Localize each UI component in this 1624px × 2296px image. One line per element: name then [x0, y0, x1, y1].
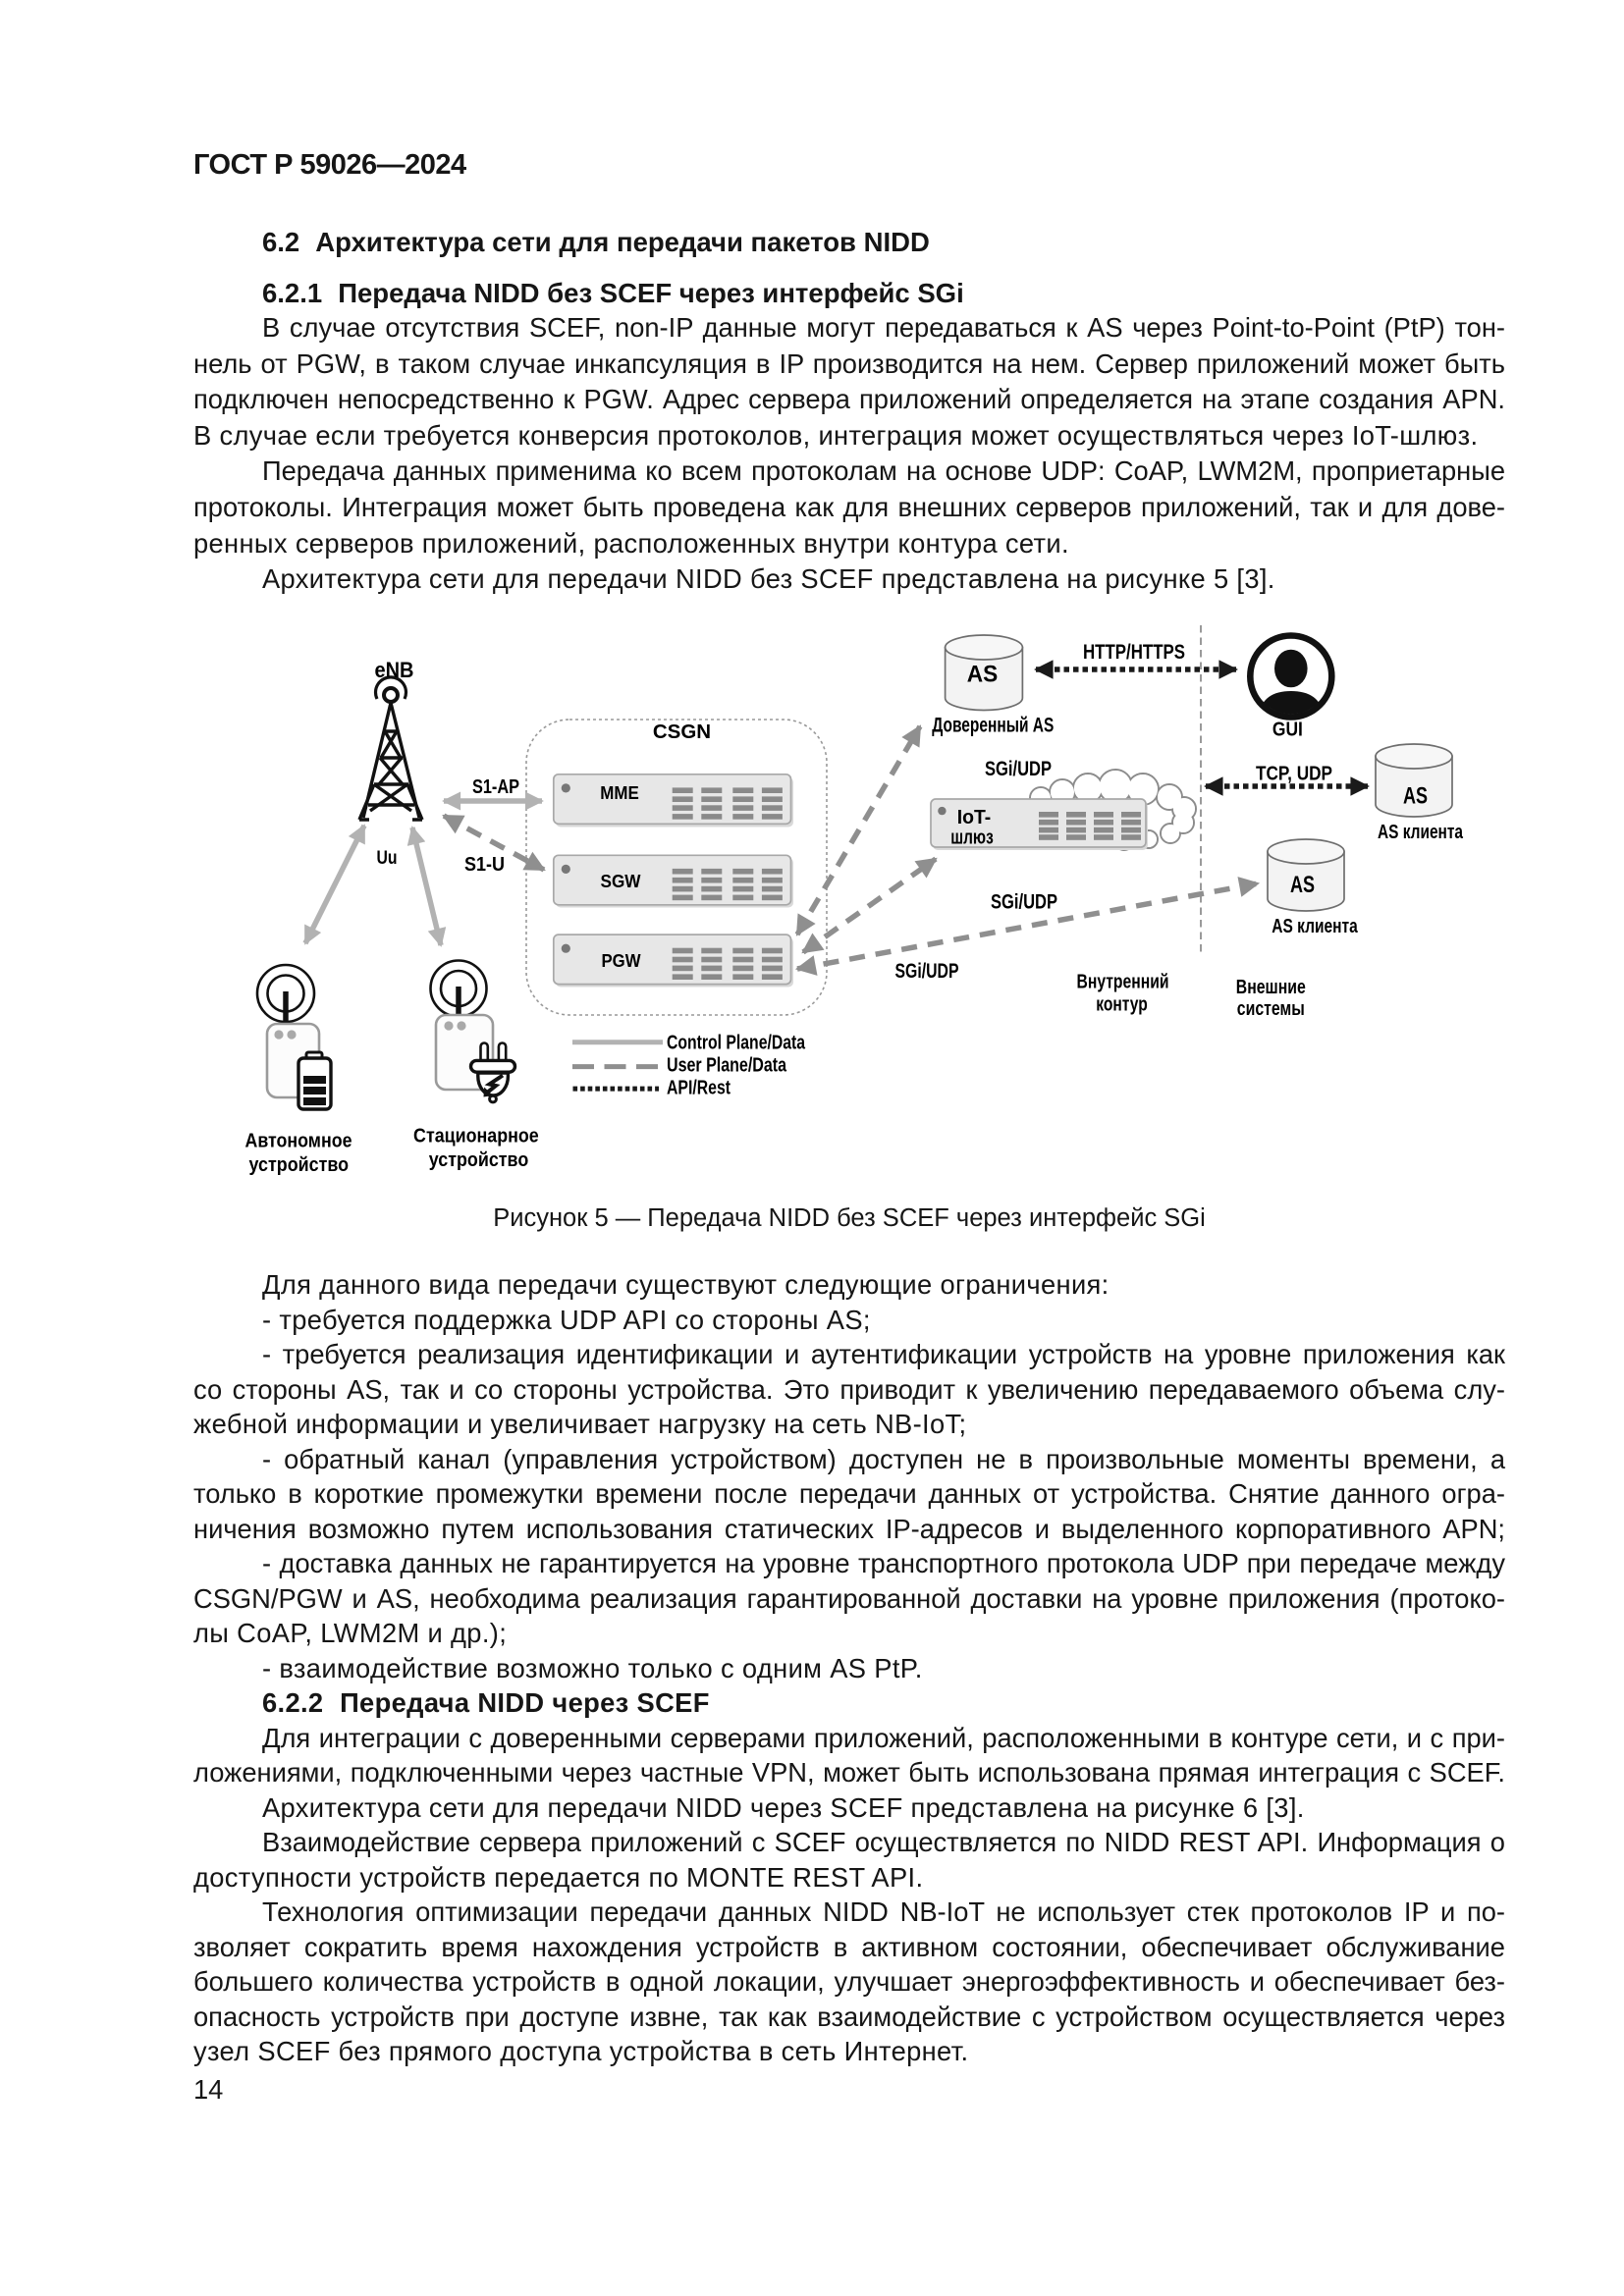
svg-text:SGi/UDP: SGi/UDP: [991, 891, 1057, 914]
svg-text:IoT-: IoT-: [957, 807, 992, 828]
svg-text:API/Rest: API/Rest: [667, 1078, 731, 1099]
svg-text:Автономное: Автономное: [245, 1131, 352, 1152]
svg-text:SGW: SGW: [601, 871, 641, 891]
svg-text:Доверенный AS: Доверенный AS: [932, 714, 1054, 736]
svg-text:S1-AP: S1-AP: [472, 776, 519, 798]
svg-text:AS: AS: [1290, 872, 1315, 898]
svg-text:AS клиента: AS клиента: [1272, 916, 1358, 937]
svg-text:устройство: устройство: [429, 1149, 529, 1171]
svg-text:AS клиента: AS клиента: [1378, 822, 1464, 843]
svg-text:устройство: устройство: [249, 1154, 350, 1176]
svg-text:системы: системы: [1237, 998, 1305, 1020]
svg-text:PGW: PGW: [602, 950, 641, 971]
svg-text:eNB: eNB: [375, 658, 414, 682]
svg-text:User Plane/Data: User Plane/Data: [667, 1055, 787, 1077]
svg-text:SGi/UDP: SGi/UDP: [985, 758, 1052, 780]
svg-text:Стационарное: Стационарное: [413, 1126, 539, 1148]
svg-text:S1-U: S1-U: [464, 854, 505, 876]
svg-text:SGi/UDP: SGi/UDP: [895, 960, 959, 983]
svg-text:CSGN: CSGN: [653, 721, 711, 743]
svg-text:AS: AS: [967, 662, 999, 688]
svg-text:HTTP/HTTPS: HTTP/HTTPS: [1083, 641, 1185, 664]
svg-text:MME: MME: [600, 782, 639, 803]
svg-text:GUI: GUI: [1272, 720, 1303, 741]
svg-text:Control Plane/Data: Control Plane/Data: [667, 1033, 806, 1054]
svg-text:Внешние: Внешние: [1236, 977, 1306, 998]
svg-text:AS: AS: [1403, 783, 1428, 810]
svg-text:Внутренний: Внутренний: [1077, 972, 1169, 993]
svg-text:шлюз: шлюз: [950, 828, 994, 849]
svg-text:Uu: Uu: [377, 848, 398, 869]
svg-text:TCP, UDP: TCP, UDP: [1256, 764, 1332, 785]
svg-text:контур: контур: [1096, 994, 1148, 1016]
